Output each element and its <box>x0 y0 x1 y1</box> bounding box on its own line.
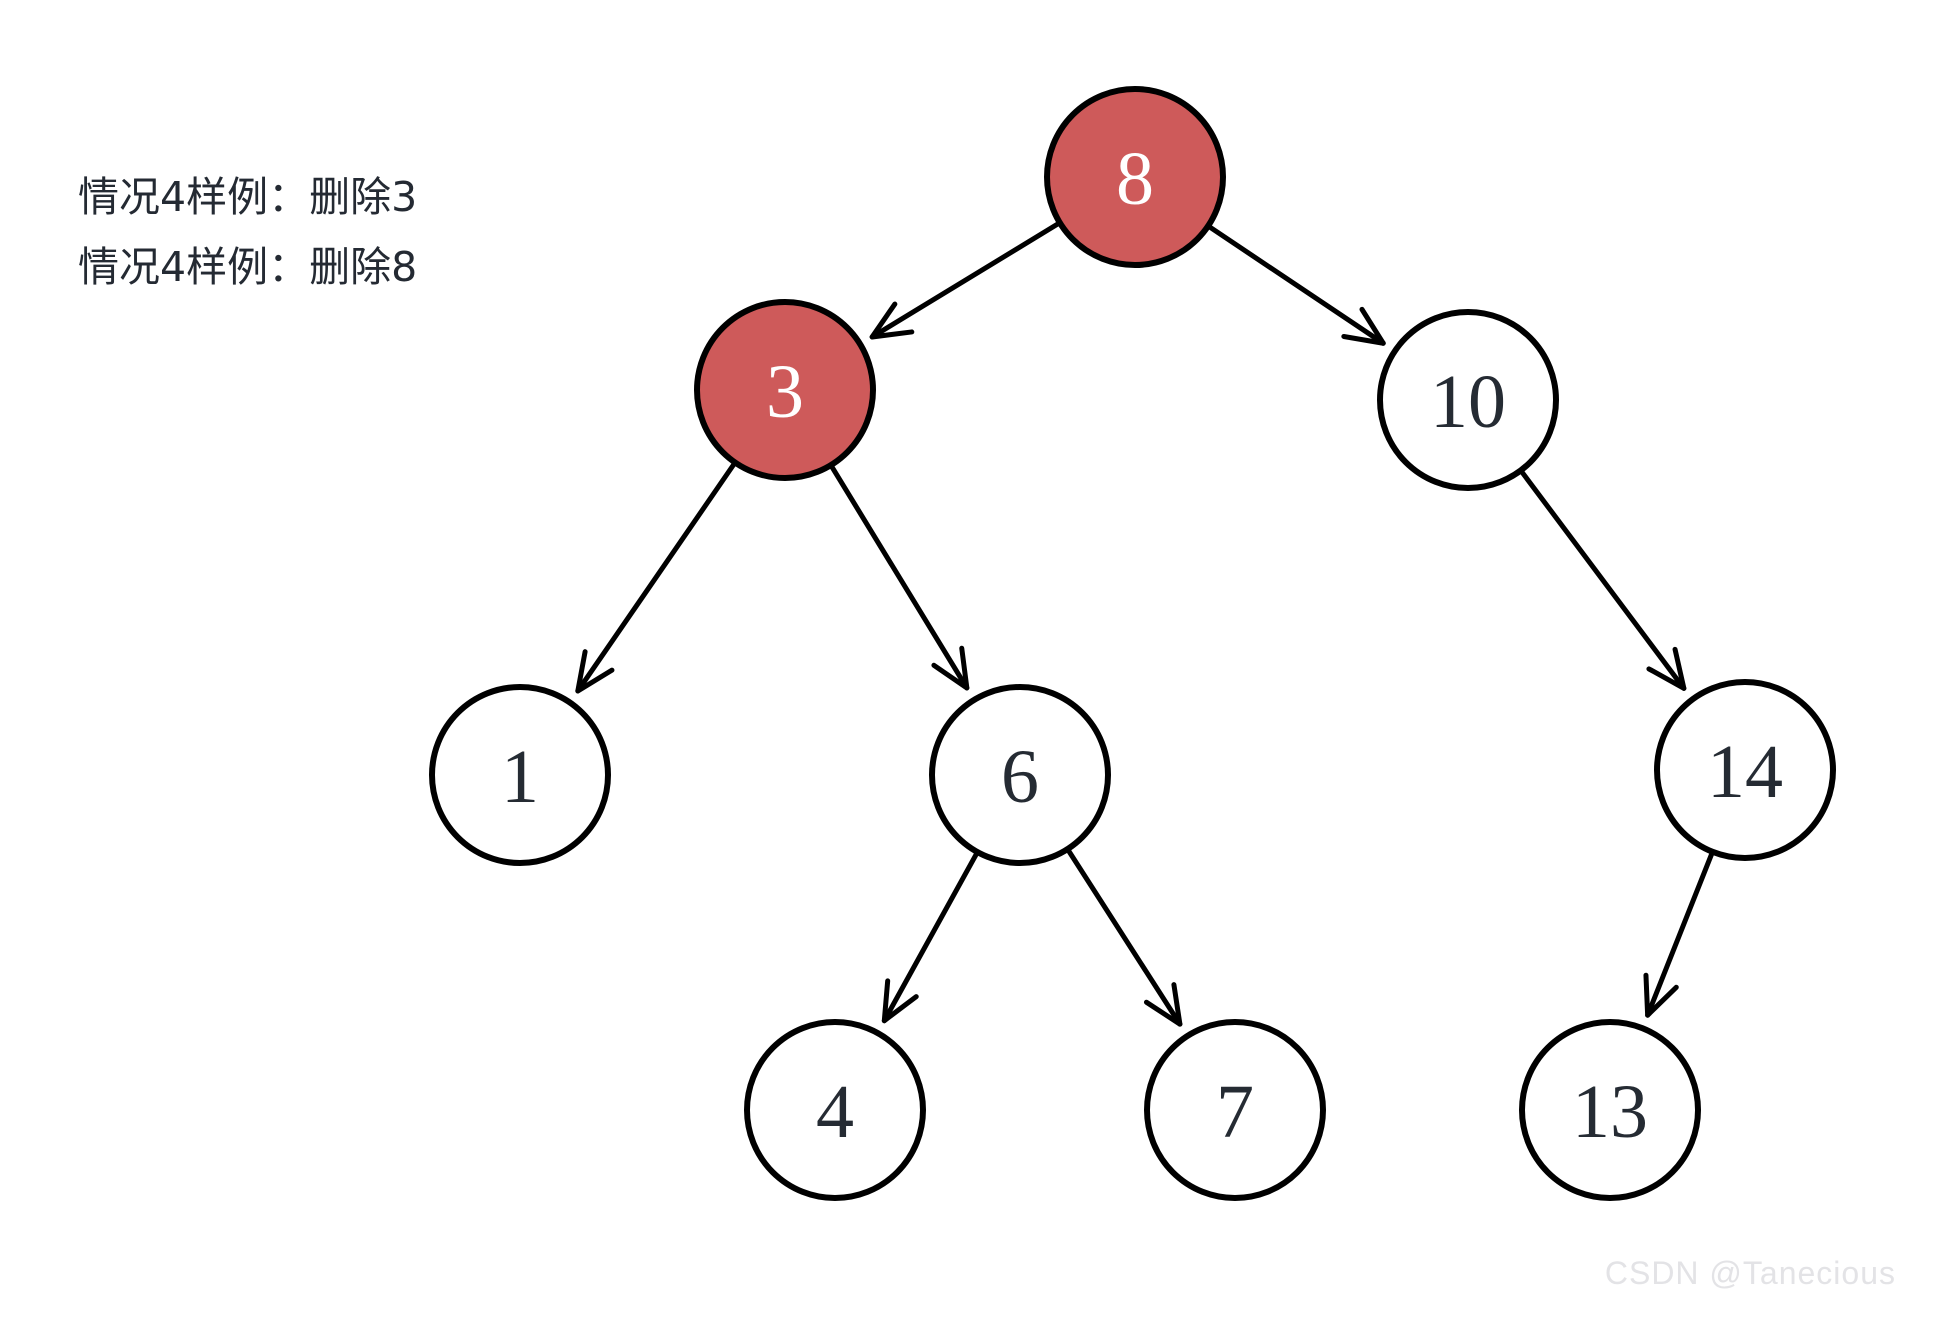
tree-node-7[interactable]: 7 <box>1144 1019 1326 1201</box>
tree-node-label: 7 <box>1216 1070 1254 1154</box>
caption-line-delete-8: 情况4样例：删除8 <box>78 243 418 291</box>
edges-layer <box>575 221 1715 1027</box>
tree-node-8[interactable]: 8 <box>1044 86 1226 268</box>
tree-node-label: 13 <box>1572 1070 1648 1154</box>
tree-node-label: 14 <box>1707 730 1783 814</box>
tree-node-label: 1 <box>501 735 539 819</box>
tree-node-label: 3 <box>766 350 804 434</box>
tree-edge-6-to-7 <box>1066 848 1183 1027</box>
tree-node-label: 4 <box>816 1070 854 1154</box>
tree-edge-3-to-1 <box>575 461 737 694</box>
tree-edge-8-to-10 <box>1207 224 1386 346</box>
tree-node-14[interactable]: 14 <box>1654 679 1836 861</box>
tree-edge-10-to-14 <box>1519 469 1687 691</box>
tree-edge-6-to-4 <box>881 851 979 1024</box>
caption-line-delete-3: 情况4样例：删除3 <box>78 173 418 221</box>
tree-edge-8-to-3 <box>869 221 1061 340</box>
tree-node-label: 8 <box>1116 137 1154 221</box>
tree-edge-3-to-6 <box>829 464 970 691</box>
tree-node-4[interactable]: 4 <box>744 1019 926 1201</box>
tree-node-label: 10 <box>1430 360 1506 444</box>
tree-node-label: 6 <box>1001 735 1039 819</box>
tree-edge-14-to-13 <box>1643 851 1715 1018</box>
caption-block: 情况4样例：删除3 情况4样例：删除8 <box>78 162 698 302</box>
tree-node-3[interactable]: 3 <box>694 299 876 481</box>
tree-node-13[interactable]: 13 <box>1519 1019 1701 1201</box>
tree-node-6[interactable]: 6 <box>929 684 1111 866</box>
nodes-layer: 8 3 10 1 6 14 4 7 13 <box>429 86 1836 1201</box>
tree-node-10[interactable]: 10 <box>1377 309 1559 491</box>
csdn-watermark: CSDN @Tanecious <box>1604 1255 1896 1291</box>
tree-node-1[interactable]: 1 <box>429 684 611 866</box>
